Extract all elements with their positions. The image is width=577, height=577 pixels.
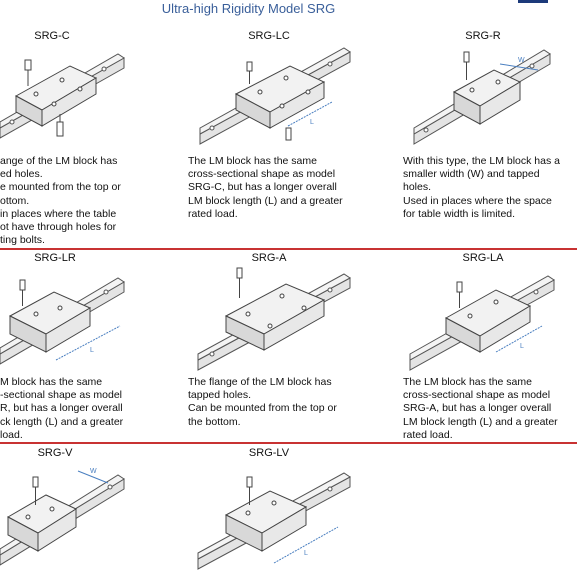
desc-line: With this type, the LM block has a	[403, 155, 560, 167]
corner-tab	[518, 0, 548, 3]
lm-block	[444, 289, 532, 353]
model-description-srg-c: ange of the LM block has ed holes. e mou…	[0, 155, 121, 247]
desc-line: Used in places where the space	[403, 194, 552, 207]
desc-line: ot have through holes for	[0, 221, 117, 234]
lm-block	[8, 291, 92, 353]
srg-lv-diagram: L	[197, 472, 351, 570]
desc-line: ting bolts.	[0, 234, 45, 247]
srg-v-diagram: W	[0, 468, 125, 566]
desc-line: the bottom.	[188, 415, 241, 428]
width-dimension: W	[77, 468, 109, 484]
dim-label-l: L	[520, 343, 524, 350]
desc-line: in places where the table	[0, 207, 117, 220]
model-name: SRG-LC	[248, 30, 290, 42]
desc-line: SRG-C, but has a longer overall	[188, 181, 337, 194]
srg-a-diagram	[197, 267, 351, 371]
length-dimension: L	[287, 101, 333, 127]
desc-line: load.	[0, 428, 23, 441]
dim-label-w: W	[90, 468, 97, 475]
srg-lr-diagram: L	[0, 277, 125, 365]
desc-line: SRG-A, but has a longer overall	[403, 402, 552, 415]
desc-line: e mounted from the top or	[0, 181, 121, 194]
desc-line: cross-sectional shape as model	[188, 168, 336, 181]
lm-block	[6, 494, 78, 552]
length-dimension: L	[495, 325, 543, 353]
desc-line: The LM block has the same	[188, 155, 317, 167]
mounting-bolt-top	[19, 279, 26, 306]
model-cell-srg-r: SRG-R W	[400, 30, 570, 152]
model-name: SRG-LV	[248, 447, 290, 459]
model-description-srg-la: The LM block has the same cross-sectiona…	[403, 376, 558, 442]
model-description-srg-lc: The LM block has the same cross-sectiona…	[188, 155, 343, 221]
model-cell-srg-lv: SRG-LV L	[190, 447, 360, 575]
desc-line: The flange of the LM block has	[188, 376, 332, 388]
dim-label-l: L	[90, 347, 94, 354]
lm-block	[224, 283, 326, 351]
desc-line: for table width is limited.	[403, 207, 516, 220]
srg-la-diagram: L	[409, 275, 555, 371]
desc-line: ed holes.	[0, 168, 43, 181]
model-cell-srg-a: SRG-A	[190, 252, 360, 374]
desc-line: R, but has a longer overall	[0, 402, 123, 415]
model-name: SRG-R	[465, 30, 501, 42]
mounting-bolt-top	[32, 476, 39, 505]
row-separator	[0, 248, 577, 250]
mounting-bolt-bottom	[56, 114, 64, 137]
model-name: SRG-LR	[34, 252, 76, 264]
desc-line: holes.	[403, 181, 432, 194]
desc-line: tapped holes.	[188, 389, 252, 402]
srg-r-diagram: W	[413, 49, 551, 145]
page-title: Ultra-high Rigidity Model SRG	[161, 1, 336, 16]
desc-line: ange of the LM block has	[0, 155, 118, 167]
desc-line: M block has the same	[0, 376, 103, 388]
model-name: SRG-V	[37, 447, 73, 459]
desc-line: The LM block has the same	[403, 376, 532, 388]
srg-lc-diagram: L	[199, 47, 351, 145]
desc-line: ottom.	[0, 194, 30, 207]
dim-label-l: L	[304, 550, 308, 557]
model-cell-srg-lc: SRG-LC L	[190, 30, 360, 152]
desc-line: rated load.	[188, 207, 238, 220]
desc-line: LM block length (L) and a greater	[188, 194, 343, 207]
mounting-bolt-top	[246, 61, 253, 84]
model-cell-srg-lr: SRG-LR L	[0, 252, 150, 374]
mounting-bolt-top	[24, 59, 32, 86]
desc-line: ck length (L) and a greater	[0, 415, 124, 428]
model-description-srg-lr: M block has the same -sectional shape as…	[0, 376, 123, 442]
model-name: SRG-LA	[462, 252, 504, 264]
desc-line: Can be mounted from the top or	[188, 402, 337, 415]
mounting-bolt-top	[463, 51, 470, 80]
dim-label-w: W	[518, 57, 525, 64]
srg-c-diagram	[0, 53, 125, 139]
row-separator	[0, 442, 577, 444]
model-cell-srg-v: SRG-V W	[0, 447, 150, 575]
dim-label-l: L	[310, 119, 314, 126]
mounting-bolt-bottom	[285, 127, 292, 141]
model-description-srg-r: With this type, the LM block has a small…	[403, 155, 560, 221]
model-cell-srg-c: SRG-C	[0, 30, 144, 152]
lm-block	[224, 490, 308, 552]
model-cell-srg-la: SRG-LA L	[400, 252, 570, 374]
model-name: SRG-C	[34, 30, 70, 42]
desc-line: -sectional shape as model	[0, 389, 122, 402]
mounting-bolt-top	[246, 476, 253, 505]
lm-block	[452, 69, 522, 125]
desc-line: rated load.	[403, 428, 453, 441]
length-dimension: L	[55, 325, 121, 361]
lm-block	[234, 65, 326, 129]
model-description-srg-a: The flange of the LM block has tapped ho…	[188, 376, 337, 429]
mounting-bolt-top	[456, 281, 463, 308]
desc-line: smaller width (W) and tapped	[403, 168, 540, 181]
desc-line: cross-sectional shape as model	[403, 389, 551, 402]
width-dimension: W	[499, 57, 539, 71]
model-name: SRG-A	[251, 252, 287, 264]
lm-block	[14, 65, 98, 127]
length-dimension: L	[273, 526, 339, 564]
mounting-bolt-top	[236, 267, 243, 298]
desc-line: LM block length (L) and a greater	[403, 415, 558, 428]
